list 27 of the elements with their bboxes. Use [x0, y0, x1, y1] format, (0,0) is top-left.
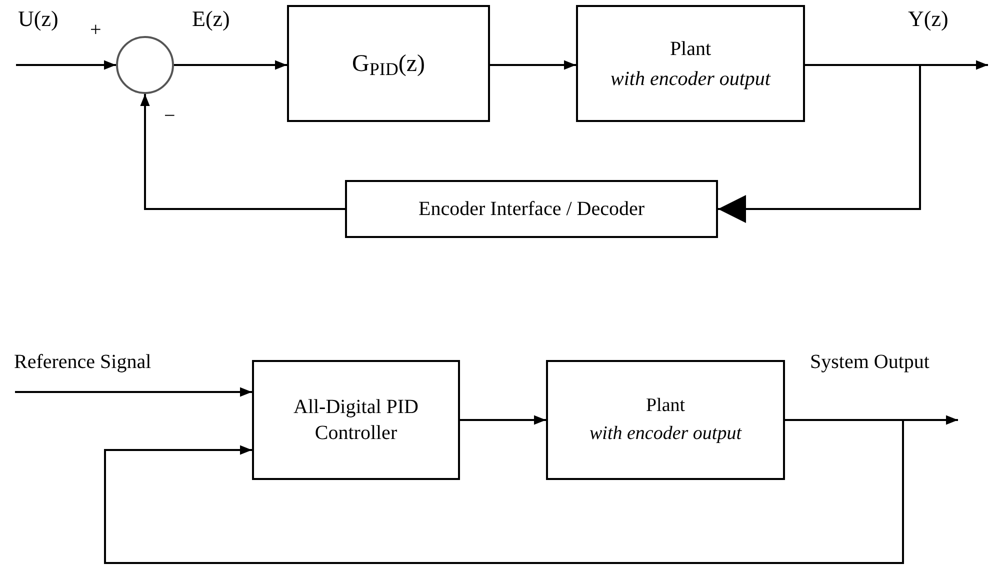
arrow — [15, 387, 252, 397]
block-title: Plant — [670, 36, 712, 62]
arrow — [718, 64, 921, 223]
arrow — [16, 60, 116, 70]
signal-label: − — [164, 106, 176, 126]
block-title: Encoder Interface / Decoder — [418, 197, 644, 222]
signal-label: Reference Signal — [14, 352, 152, 372]
block-box — [252, 360, 460, 480]
block-box — [546, 360, 785, 480]
block-subtitle: with encoder output — [590, 422, 742, 446]
signal-label: E(z) — [192, 8, 230, 30]
block-box — [576, 5, 805, 122]
arrow — [104, 419, 904, 564]
arrow — [174, 60, 287, 70]
block-title: All-Digital PID Controller — [292, 395, 420, 446]
arrow — [460, 415, 546, 425]
block-box — [287, 5, 490, 122]
block-box — [345, 180, 718, 238]
signal-label: Y(z) — [908, 8, 948, 30]
signal-label: + — [90, 20, 102, 40]
block-title: G$_{PID}$(z) — [352, 50, 425, 81]
block-title: Plant — [646, 394, 686, 418]
arrow — [140, 94, 345, 210]
signal-label: System Output — [810, 352, 930, 372]
signal-label: U(z) — [18, 8, 58, 30]
arrow — [490, 60, 576, 70]
block-subtitle: with encoder output — [610, 66, 770, 92]
